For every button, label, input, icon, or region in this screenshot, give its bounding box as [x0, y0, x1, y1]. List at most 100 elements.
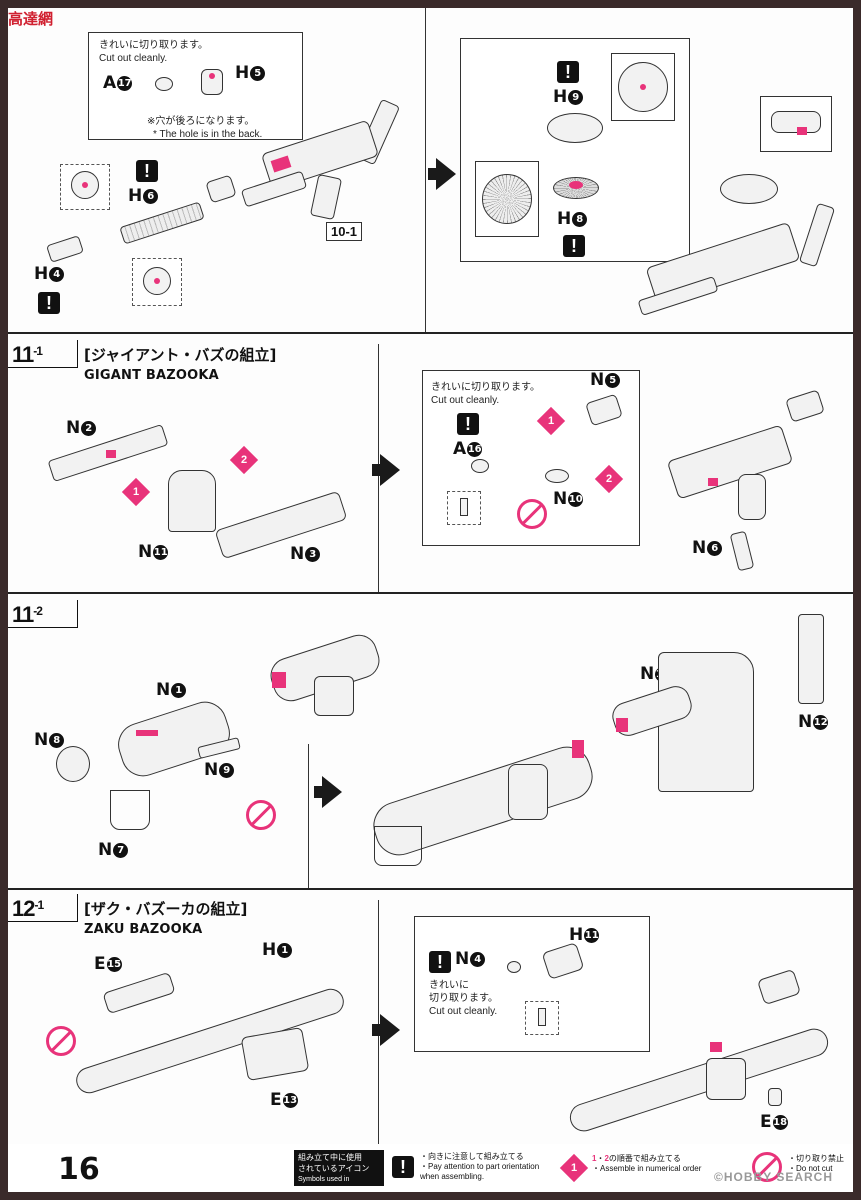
site-logo: 高達網	[8, 10, 54, 28]
part-n7	[110, 790, 150, 830]
part-h4-piece	[46, 235, 84, 263]
do-not-cut-icon	[246, 800, 276, 830]
do-not-cut-icon	[752, 1152, 782, 1182]
part-h9-disk	[547, 113, 603, 143]
legend-header: 組み立て中に使用 されているアイコン Symbols used in instr…	[294, 1150, 384, 1192]
step-title-jp: [ジャイアント・バズの組立]	[84, 346, 277, 364]
attention-icon: !	[136, 160, 158, 182]
part-e13	[240, 1026, 310, 1082]
step-title-en: GIGANT BAZOOKA	[84, 368, 219, 383]
column-divider	[308, 744, 309, 888]
next-step-arrow	[372, 1014, 400, 1046]
order-1-icon: 1	[536, 406, 566, 436]
order-1-icon: 1	[121, 477, 151, 507]
part-n4	[507, 961, 521, 973]
detail-circle-box	[132, 258, 182, 306]
part-n3	[214, 490, 348, 560]
step-number: 12-1	[12, 896, 44, 921]
next-step-arrow	[314, 776, 342, 808]
hole-note-en: * The hole is in the back.	[153, 129, 263, 140]
column-divider	[425, 8, 426, 332]
step-11-2-section: 11-2 N1 N8 N9 N7 N13 N12	[8, 594, 853, 890]
page-number: 16	[58, 1152, 100, 1187]
part-n5-assembled	[785, 389, 825, 423]
gigant-bazooka-handle	[738, 474, 766, 520]
detail-gear-bottom	[475, 161, 539, 237]
part-h6-piece	[205, 174, 237, 204]
attention-icon: !	[38, 292, 60, 314]
gigant-bazooka-grip	[666, 424, 794, 500]
part-h11	[541, 942, 585, 980]
cut-note-jp: きれいに	[429, 980, 469, 991]
step-number: 11-1	[12, 342, 43, 367]
legend-orientation: ・向きに注意して組み立てる ・Pay attention to part ori…	[420, 1152, 540, 1181]
hole-note-jp: ※穴が後ろになります。	[147, 116, 255, 127]
order-2-icon: 2	[594, 464, 624, 494]
gigant-bazooka-stand	[374, 826, 422, 866]
part-e18	[768, 1088, 782, 1106]
column-divider	[378, 900, 379, 1144]
watermark-credit: ©HOBBY SEARCH	[714, 1170, 833, 1184]
part-h5-piece	[201, 69, 223, 95]
part-e15	[102, 971, 176, 1015]
part-n10	[545, 469, 569, 483]
attention-icon: !	[392, 1156, 414, 1178]
do-not-cut-icon	[46, 1026, 76, 1056]
part-a17	[155, 77, 173, 91]
part-n11	[168, 470, 216, 532]
detail-circle-box	[60, 164, 110, 210]
attention-icon: !	[429, 951, 451, 973]
gigant-bazooka-grip	[314, 676, 354, 716]
cut-note-jp: きれいに切り取ります。	[431, 382, 540, 393]
drum-magazine-assembled	[720, 174, 778, 204]
legend-order: 1・2の順番で組み立てる ・Assemble in numerical orde…	[592, 1154, 702, 1173]
step-title-en: ZAKU BAZOOKA	[84, 922, 203, 937]
attention-icon: !	[557, 61, 579, 83]
drum-part-detail-box	[760, 96, 832, 152]
step-number: 11-2	[12, 602, 43, 627]
attention-icon: !	[563, 235, 585, 257]
order-1-icon: 1	[559, 1153, 589, 1183]
cut-note-jp: きれいに切り取ります。	[99, 40, 208, 51]
part-n8	[56, 746, 90, 782]
part-a16	[471, 459, 489, 473]
legend-no-cut: ・切り取り禁止 ・Do not cut	[788, 1154, 844, 1173]
order-2-icon: 2	[229, 445, 259, 475]
sight-assembled	[756, 968, 802, 1006]
attention-icon: !	[457, 413, 479, 435]
cut-note-en: Cut out cleanly.	[431, 395, 500, 406]
cut-note-en: Cut out cleanly.	[429, 1006, 498, 1017]
part-n6	[729, 530, 755, 572]
detail-disk-top	[611, 53, 675, 121]
next-step-arrow	[428, 158, 456, 190]
part-barrel-spring	[119, 201, 205, 245]
gigant-bazooka-assembled-grip	[508, 764, 548, 820]
page-footer: 16 組み立て中に使用 されているアイコン Symbols used in in…	[8, 1144, 853, 1192]
